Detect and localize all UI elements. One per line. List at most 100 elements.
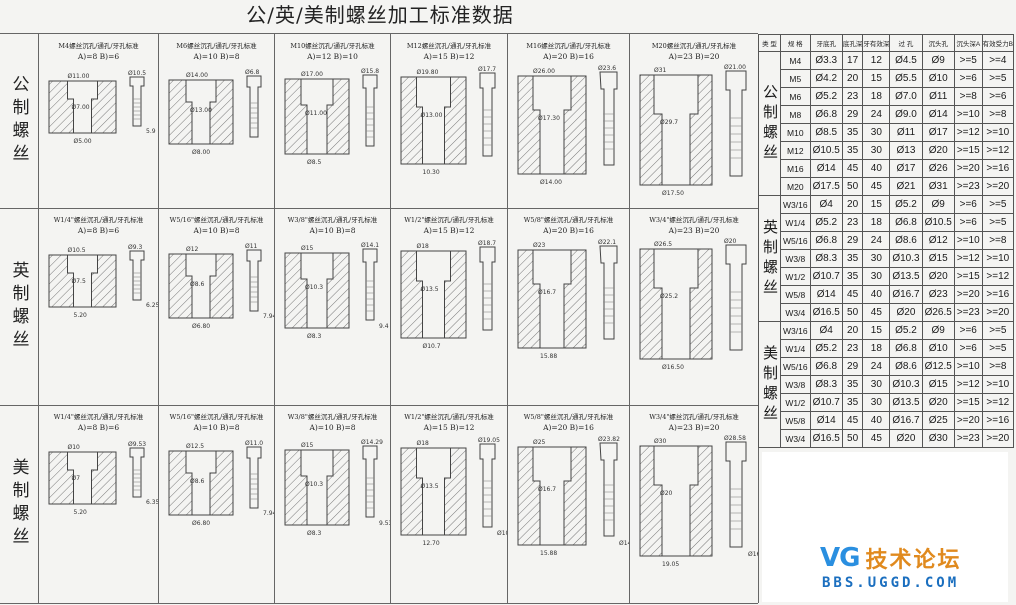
drawing-heading: W3/8"螺丝沉孔/通孔/牙孔标准 xyxy=(287,413,378,421)
table-cell: >=12 xyxy=(953,249,983,268)
grid-line xyxy=(0,603,758,604)
dimension-label: Ø17.30 xyxy=(538,115,560,122)
dimension-label: 15.88 xyxy=(540,550,557,557)
table-cell: 30 xyxy=(862,393,891,412)
dimension-label: Ø18.7 xyxy=(478,240,496,247)
table-cell: Ø10.7 xyxy=(809,267,843,286)
table-cell: M4 xyxy=(780,51,811,70)
table-cell: >=5 xyxy=(981,339,1014,358)
table-cell: M5 xyxy=(780,69,811,88)
drawing-heading: W1/2"螺丝沉孔/通孔/牙孔标准 xyxy=(404,413,494,421)
countersink-drawing: Ø10.5Ø7.5Ø9.35.206.25 xyxy=(48,244,158,319)
table-cell: Ø4 xyxy=(809,321,843,340)
dimension-label: Ø31 xyxy=(654,67,667,74)
table-cell: Ø9 xyxy=(921,321,955,340)
table-cell: Ø26 xyxy=(921,159,955,178)
dimension-label: Ø30 xyxy=(654,438,667,445)
row-label-text: 美制螺丝 xyxy=(8,458,29,550)
table-cell: Ø26.5 xyxy=(921,303,955,322)
table-cell: >=20 xyxy=(981,429,1014,448)
table-cell: >=15 xyxy=(953,267,983,286)
table-cell: 45 xyxy=(862,177,891,196)
table-cell: >=23 xyxy=(953,177,983,196)
dimension-label: Ø26.00 xyxy=(533,68,555,75)
watermark-area xyxy=(762,452,1008,602)
dimension-label: Ø11.00 xyxy=(305,110,327,117)
table-cell: Ø12 xyxy=(921,231,955,250)
table-cell: >=10 xyxy=(953,357,983,376)
dimension-label: Ø16.7 xyxy=(538,289,556,296)
dimension-label: Ø20 xyxy=(724,238,737,245)
table-cell: Ø17 xyxy=(889,159,923,178)
table-cell: Ø8.3 xyxy=(809,249,843,268)
table-cell: >=20 xyxy=(953,159,983,178)
drawing-spec: A)=8 B)=6 xyxy=(77,52,120,61)
table-cell: 30 xyxy=(862,249,891,268)
dimension-label: Ø23 xyxy=(533,242,546,249)
table-cell: Ø14 xyxy=(809,159,843,178)
table-cell: 20 xyxy=(841,321,864,340)
vg-logo-text: VG xyxy=(820,543,860,573)
table-cell: 15 xyxy=(862,195,891,214)
table-cell: Ø25 xyxy=(921,411,955,430)
table-cell: Ø4.5 xyxy=(889,51,923,70)
table-cell: 20 xyxy=(841,195,864,214)
table-cell: W1/2 xyxy=(780,267,811,286)
table-cell: W5/8 xyxy=(780,411,811,430)
table-cell: 30 xyxy=(862,375,891,394)
table-cell: Ø4.2 xyxy=(809,69,843,88)
table-cell: 30 xyxy=(862,267,891,286)
table-cell: Ø9.0 xyxy=(889,105,923,124)
dimension-label: Ø11.0 xyxy=(245,440,263,447)
table-cell: 40 xyxy=(862,411,891,430)
table-cell: 40 xyxy=(862,159,891,178)
table-cell: Ø20 xyxy=(889,303,923,322)
table-cell: >=12 xyxy=(953,123,983,142)
grid-line xyxy=(38,34,39,603)
table-cell: >=10 xyxy=(953,105,983,124)
table-cell: Ø10.7 xyxy=(809,393,843,412)
table-cell: >=6 xyxy=(953,339,983,358)
row-label: 公制螺丝 xyxy=(0,34,38,208)
table-cell: 24 xyxy=(862,231,891,250)
column-header: 有效受力B xyxy=(981,34,1014,52)
drawing-heading: W5/16"螺丝沉孔/通孔/牙孔标准 xyxy=(169,413,264,421)
column-header: 过 孔 xyxy=(889,34,923,52)
table-cell: >=6 xyxy=(981,87,1014,106)
table-cell: 12 xyxy=(862,51,891,70)
table-cell: W3/16 xyxy=(780,195,811,214)
drawing-heading: W3/8"螺丝沉孔/通孔/牙孔标准 xyxy=(287,216,378,224)
dimension-label: Ø8.3 xyxy=(307,333,321,340)
table-cell: 20 xyxy=(841,69,864,88)
column-header: 规 格 xyxy=(780,34,811,52)
drawing-heading: W1/4"螺丝沉孔/通孔/牙孔标准 xyxy=(53,413,144,421)
table-cell: Ø6.8 xyxy=(809,357,843,376)
dimension-label: Ø10.7 xyxy=(497,530,507,537)
dimension-label: 5.20 xyxy=(74,509,88,516)
dimension-label: Ø10.7 xyxy=(423,343,441,350)
dimension-label: Ø17.00 xyxy=(301,71,323,78)
column-header: 底孔深 xyxy=(841,34,864,52)
dimension-label: Ø8.5 xyxy=(307,159,321,166)
table-cell: W5/8 xyxy=(780,285,811,304)
dimension-label: Ø8.6 xyxy=(190,281,204,288)
dimension-label: Ø17.50 xyxy=(662,190,684,197)
table-cell: 30 xyxy=(862,141,891,160)
dimension-label: Ø22.1 xyxy=(598,239,616,246)
table-cell: Ø6.8 xyxy=(889,213,923,232)
dimension-label: Ø5.00 xyxy=(74,138,92,145)
table-cell: >=23 xyxy=(953,429,983,448)
row-label-text: 英制螺丝 xyxy=(8,260,29,353)
